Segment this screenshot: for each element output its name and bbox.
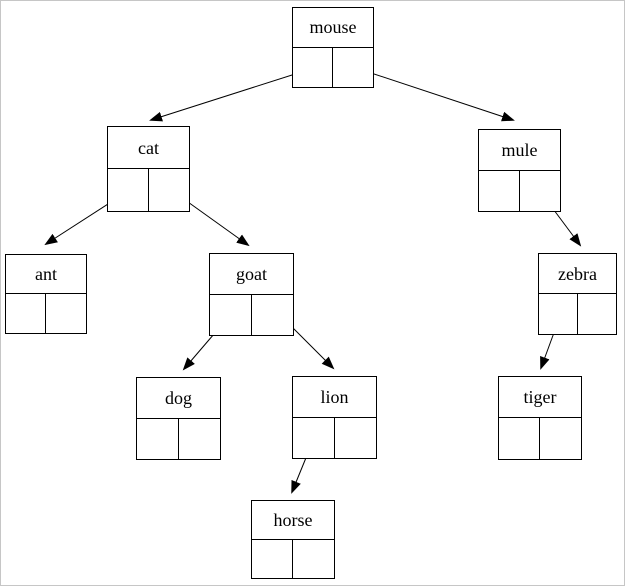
left-pointer-cell [479, 170, 520, 211]
node-label: tiger [499, 377, 581, 418]
node-label: horse [252, 501, 334, 540]
tree-node-mule: mule [478, 129, 561, 212]
left-pointer-cell [293, 47, 333, 87]
node-label: zebra [539, 254, 616, 294]
right-pointer-cell [335, 418, 377, 459]
edge-mouse-left-to-cat [149, 67, 315, 122]
pointer-row [108, 169, 189, 211]
right-pointer-cell [252, 295, 294, 336]
pointer-row [210, 294, 294, 336]
tree-node-mouse: mouse [292, 7, 374, 88]
right-pointer-cell [520, 171, 561, 212]
pointer-row [6, 294, 86, 333]
node-label: ant [6, 255, 86, 294]
left-pointer-cell [252, 539, 293, 578]
right-pointer-cell [293, 540, 334, 579]
right-pointer-cell [46, 294, 86, 333]
tree-node-goat: goat [209, 253, 294, 336]
left-pointer-cell [108, 169, 149, 211]
tree-node-horse: horse [251, 500, 335, 579]
tree-node-lion: lion [292, 376, 377, 459]
node-label: mule [479, 130, 560, 171]
left-pointer-cell [539, 294, 578, 334]
node-label: cat [108, 127, 189, 169]
pointer-row [539, 294, 616, 334]
pointer-row [137, 418, 221, 460]
pointer-row [499, 418, 581, 459]
tree-node-zebra: zebra [538, 253, 617, 335]
left-pointer-cell [6, 294, 46, 333]
left-pointer-cell [210, 294, 252, 335]
pointer-row [293, 417, 377, 459]
tree-node-tiger: tiger [498, 376, 582, 460]
left-pointer-cell [137, 418, 179, 459]
node-label: mouse [293, 8, 373, 48]
left-pointer-cell [293, 417, 335, 458]
right-pointer-cell [179, 419, 221, 460]
right-pointer-cell [149, 169, 190, 211]
pointer-row [252, 539, 334, 579]
tree-node-dog: dog [136, 377, 221, 460]
tree-node-ant: ant [5, 254, 87, 334]
pointer-row [293, 47, 373, 88]
right-pointer-cell [333, 48, 373, 88]
node-label: lion [293, 377, 376, 418]
node-label: dog [137, 378, 220, 419]
edge-mouse-right-to-mule [352, 66, 515, 122]
node-label: goat [210, 254, 293, 295]
right-pointer-cell [540, 418, 581, 459]
tree-node-cat: cat [107, 126, 190, 212]
right-pointer-cell [578, 294, 617, 334]
pointer-row [479, 170, 561, 212]
left-pointer-cell [499, 418, 540, 459]
